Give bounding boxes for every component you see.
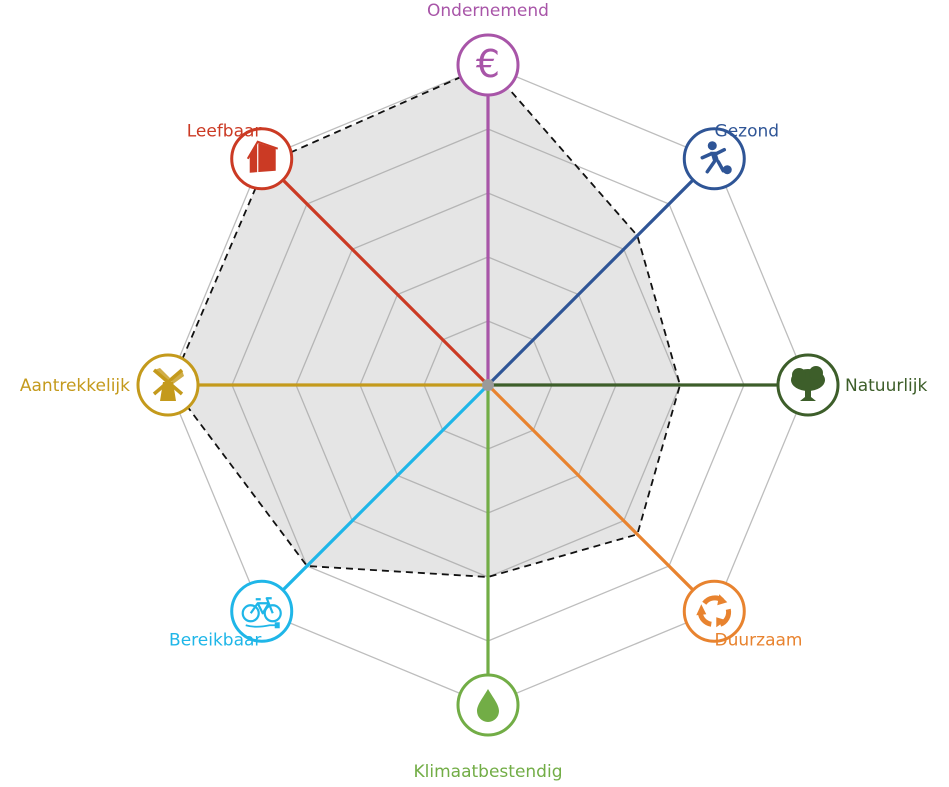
label-natuurlijk: Natuurlijk: [845, 376, 928, 396]
water-drop-icon: [456, 673, 520, 737]
recycle-icon: [682, 579, 746, 643]
label-bereikbaar: Bereikbaar: [169, 631, 261, 651]
value-area-outline: [170, 63, 681, 578]
football-player-icon: [682, 127, 746, 191]
label-duurzaam: Duurzaam: [715, 631, 803, 651]
tree-icon: [776, 353, 840, 417]
euro-icon: €: [456, 33, 520, 97]
spoke-leefbaar: [281, 178, 490, 387]
spoke-gezond: [486, 178, 695, 387]
label-leefbaar: Leefbaar: [187, 121, 262, 141]
spoke-duurzaam: [486, 383, 695, 592]
windmill-icon: [136, 353, 200, 417]
axis-labels: OndernemendGezondNatuurlijkDuurzaamKlima…: [20, 1, 928, 782]
bicycle-icon: [230, 579, 294, 643]
svg-text:€: €: [476, 42, 500, 86]
axis-spokes: [198, 95, 778, 675]
label-klimaatbestendig: Klimaatbestendig: [414, 762, 563, 782]
label-aantrekkelijk: Aantrekkelijk: [20, 376, 130, 396]
center-dot: [482, 379, 494, 391]
label-gezond: Gezond: [715, 121, 780, 141]
axis-icons: €: [136, 33, 840, 737]
house-icon: [230, 127, 294, 191]
label-ondernemend: Ondernemend: [427, 1, 549, 21]
spoke-bereikbaar: [281, 383, 490, 592]
